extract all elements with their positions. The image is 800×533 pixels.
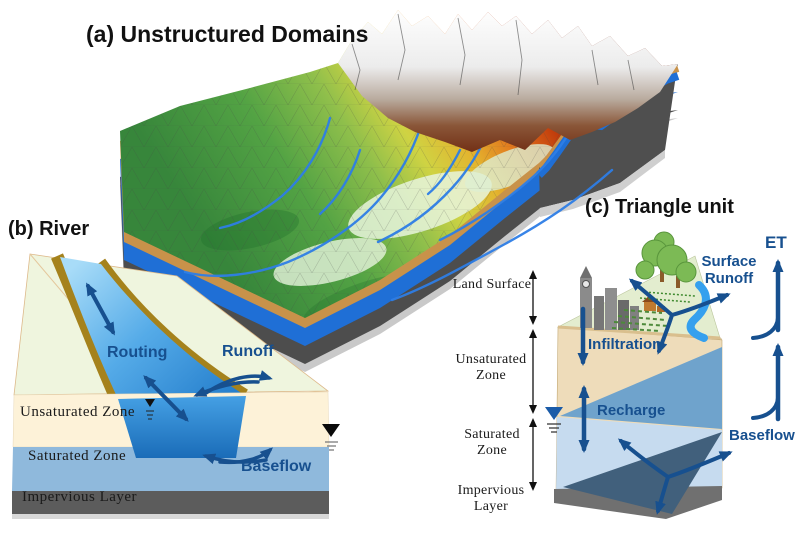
water-table-icon [545, 407, 563, 433]
mountain-ridges [351, 13, 635, 96]
impervious-layer-label: Impervious Layer [22, 489, 138, 505]
land-surface-label: Land Surface [452, 277, 532, 292]
routing-arrow [86, 282, 115, 336]
impervious-layer-label: Impervious Layer [457, 483, 525, 515]
routing-label: Routing [107, 344, 168, 361]
runoff-arrow [193, 380, 260, 397]
surface-runoff-arrow [670, 293, 731, 317]
baseflow-label: Baseflow [241, 458, 312, 475]
saturated-zone-label: Saturated Zone [28, 448, 127, 464]
base-sliver [540, 150, 665, 217]
grass-icon [639, 291, 696, 303]
baseflow-label: Baseflow [729, 427, 795, 444]
surface-flow-arrow [656, 313, 674, 355]
surface-flow-arrow [628, 278, 674, 317]
groundwater-flow-arrow [655, 475, 670, 515]
et-curve [751, 396, 780, 420]
tree-icon [635, 231, 697, 288]
river-channel-crosssection [118, 396, 246, 458]
routing-arrow [143, 375, 189, 422]
recharge-label: Recharge [597, 402, 666, 419]
baseflow-arrow [666, 451, 733, 479]
saturated-bottom-face [563, 432, 722, 514]
unsaturated-zone-label: Unsaturated Zone [20, 404, 136, 420]
panel-c-title: (c) Triangle unit [585, 196, 734, 218]
panel-b-title: (b) River [8, 218, 90, 240]
crop-field-icon [611, 309, 669, 332]
et-label: ET [765, 233, 787, 252]
river-icon [686, 281, 710, 342]
panel-a-title: (a) Unstructured Domains [86, 21, 369, 47]
impervious-layer-band [12, 491, 329, 514]
mountain-icon [338, 10, 678, 152]
infiltration-label: Infiltration [588, 336, 662, 353]
water-table-wedge [560, 347, 722, 429]
et-curve [751, 316, 780, 340]
water-table-icon [322, 424, 340, 451]
unsaturated-zone-label: Unsaturated Zone [455, 352, 527, 384]
triangle-unit-diagram [529, 231, 784, 519]
river-block-diagram [12, 253, 340, 519]
groundwater-flow-arrow [617, 438, 670, 479]
saturated-zone-band [12, 447, 329, 491]
river-network-icon [183, 86, 614, 302]
runoff-label: Runoff [222, 343, 274, 360]
saturated-zone-label: Saturated Zone [464, 427, 520, 459]
base-shadow [12, 514, 329, 519]
surface-runoff-label: Surface Runoff [701, 253, 757, 287]
baseflow-arrow [218, 447, 273, 465]
